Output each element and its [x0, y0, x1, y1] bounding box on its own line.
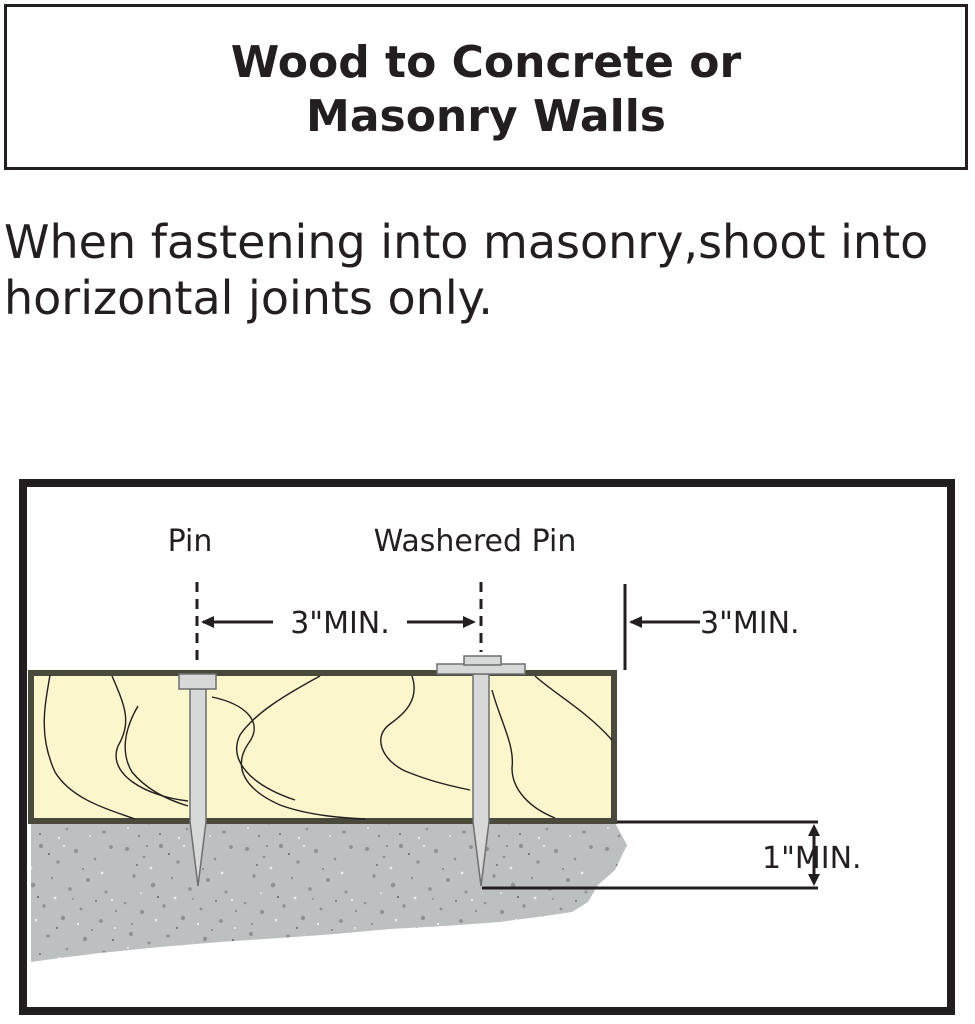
penetration-arrow-top [808, 824, 820, 836]
penetration-label: 1"MIN. [762, 841, 862, 876]
edge-distance-label: 3"MIN. [700, 606, 800, 641]
instruction-line-2: horizontal joints only. [4, 271, 493, 325]
title-box: Wood to Concrete or Masonry Walls [4, 4, 968, 170]
wood-grain-lines [43, 674, 613, 820]
spacing-arrow-right [463, 616, 476, 628]
title-line-1: Wood to Concrete or [230, 37, 742, 88]
wood-board [28, 670, 617, 824]
pin-head [178, 673, 217, 690]
instruction-line-1: When fastening into masonry,shoot into [4, 215, 929, 269]
spacing-label: 3"MIN. [290, 606, 390, 641]
title-line-2: Masonry Walls [306, 91, 666, 142]
penetration-arrow-bottom [808, 874, 820, 886]
pin-label: Pin [168, 524, 213, 559]
washered-pin-head [463, 655, 502, 666]
edge-distance-arrow [629, 616, 642, 628]
spacing-arrow-left [201, 616, 214, 628]
washered-pin-label: Washered Pin [374, 524, 577, 559]
